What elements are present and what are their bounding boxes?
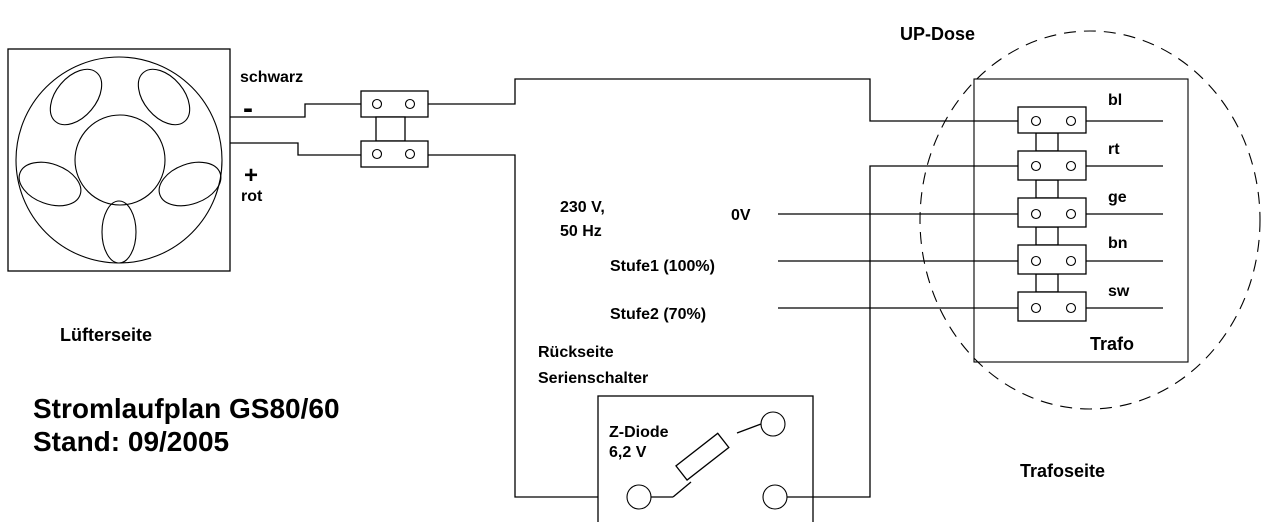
diode-voltage: 6,2 V xyxy=(609,444,647,461)
trafo-terminal-bridge xyxy=(1035,273,1059,293)
trafo-terminal xyxy=(1017,150,1087,181)
terminal-label-sw: sw xyxy=(1108,283,1130,300)
fan-blade xyxy=(18,161,82,207)
terminal-block-fan xyxy=(360,90,429,168)
trafo-label: Trafo xyxy=(1090,334,1134,354)
terminal-screw xyxy=(404,98,416,110)
fan-side-label: Lüfterseite xyxy=(60,325,152,345)
up-dose-outline xyxy=(919,30,1261,410)
diode-name: Z-Diode xyxy=(609,424,669,441)
terminal-label-bn: bn xyxy=(1108,235,1128,252)
fan-blade xyxy=(158,161,222,207)
terminal-bridge xyxy=(375,116,406,142)
wire-red-label: rot xyxy=(241,188,263,205)
terminal-screw xyxy=(404,148,416,160)
trafo-terminal xyxy=(1017,244,1087,275)
fan-blade xyxy=(101,200,137,264)
diagram-title: Stromlaufplan GS80/60 xyxy=(33,393,340,424)
minus-sign: - xyxy=(243,92,253,125)
z-diode xyxy=(675,432,730,482)
trafo-box xyxy=(973,78,1189,363)
neutral-label: 0V xyxy=(731,207,751,224)
switch-caption-1: Rückseite xyxy=(538,344,614,361)
wire-black-label: schwarz xyxy=(240,69,303,86)
stage2-label: Stufe2 (70%) xyxy=(610,306,706,323)
terminal-top xyxy=(360,90,429,118)
terminal-screw xyxy=(371,98,383,110)
trafo-side-label: Trafoseite xyxy=(1020,461,1105,481)
terminal-bottom xyxy=(360,140,429,168)
mains-frequency: 50 Hz xyxy=(560,223,602,240)
trafo-terminal xyxy=(1017,197,1087,228)
plus-sign: + xyxy=(244,162,258,189)
trafo-terminal xyxy=(1017,106,1087,134)
switch-caption-2: Serienschalter xyxy=(538,370,648,387)
terminal-label-bl: bl xyxy=(1108,92,1122,109)
trafo-terminal-bridge xyxy=(1035,226,1059,246)
fan-housing xyxy=(7,48,231,272)
terminal-screw xyxy=(371,148,383,160)
wire-red xyxy=(230,142,361,156)
fan-blade xyxy=(137,68,191,126)
fan-hub xyxy=(74,114,166,206)
stage1-label: Stufe1 (100%) xyxy=(610,258,715,275)
fan-symbol xyxy=(7,48,231,272)
diagram-date: Stand: 09/2005 xyxy=(33,426,229,457)
fan-blade xyxy=(49,68,103,126)
diode-lead xyxy=(672,481,692,498)
terminal-label-ge: ge xyxy=(1108,189,1127,206)
trafo-terminal xyxy=(1017,291,1087,322)
up-dose-label: UP-Dose xyxy=(900,24,975,44)
wire-to-switch xyxy=(428,154,643,498)
wire-black xyxy=(230,103,361,118)
wire-to-rt xyxy=(787,165,1163,498)
trafo-terminal-bridge xyxy=(1035,179,1059,199)
trafo-terminal-bridge xyxy=(1035,132,1059,152)
mains-voltage: 230 V, xyxy=(560,199,605,216)
wire-to-bl xyxy=(428,78,1163,122)
terminal-label-rt: rt xyxy=(1108,141,1120,158)
diode-lead xyxy=(736,423,762,434)
